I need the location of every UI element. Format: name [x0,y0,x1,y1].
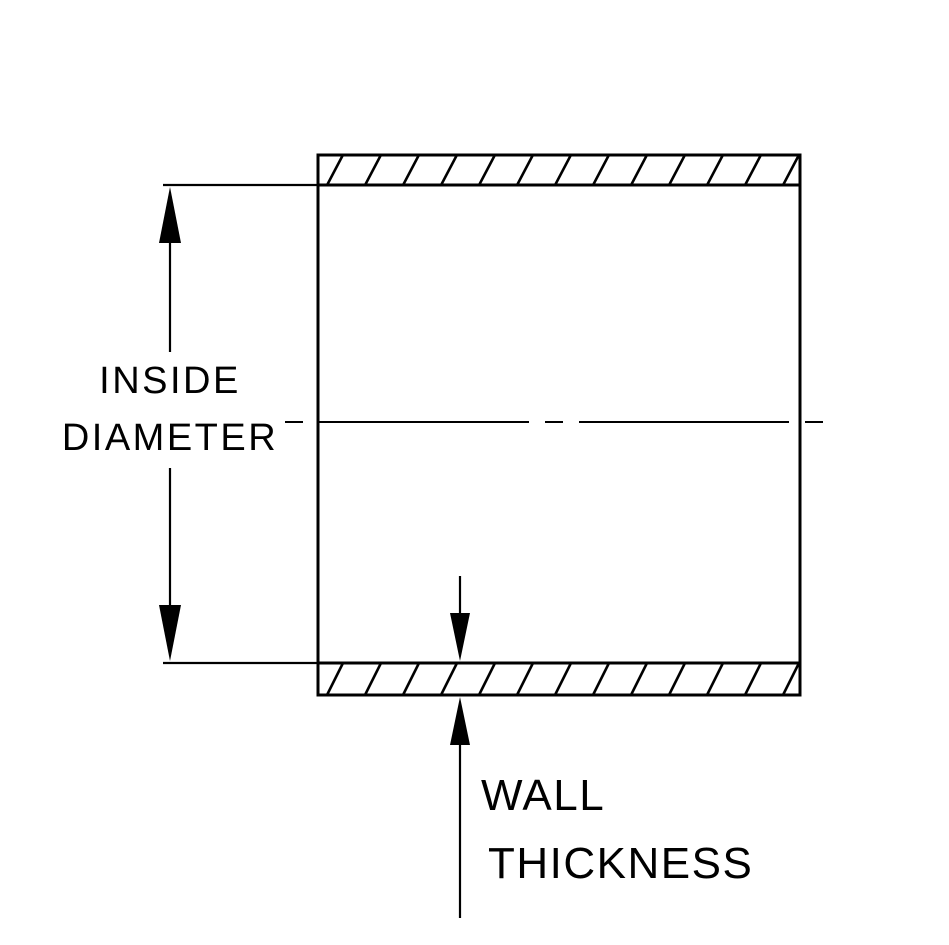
top-wall-border [316,153,802,187]
arrow-up-icon [159,187,181,243]
wall-thickness-label-line1: WALL [481,771,605,820]
hose-body-outline [316,153,802,697]
wall-arrow-up-icon [450,697,470,745]
inside-diameter-label-line1: INSIDE [99,360,241,402]
bottom-wall-border [316,661,802,697]
arrow-down-icon [159,605,181,661]
wall-thickness-label-line2: THICKNESS [488,839,753,888]
top-wall-hatch [318,155,800,185]
inside-diameter-label-line2: DIAMETER [62,417,278,459]
bottom-wall-hatch [318,663,800,695]
wall-arrow-down-icon [450,613,470,661]
